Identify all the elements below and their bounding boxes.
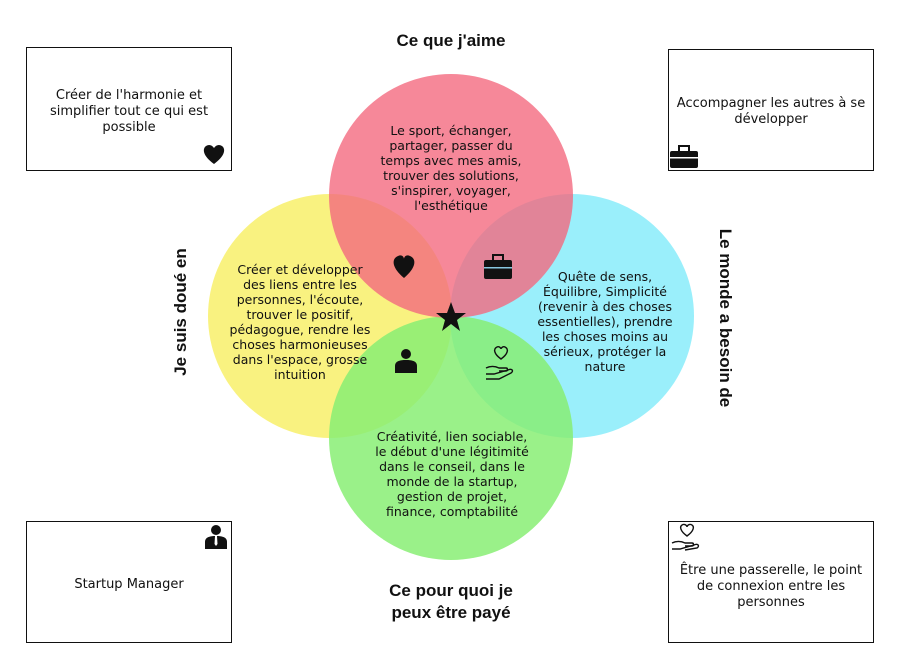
box-top-left: Créer de l'harmonie et simplifier tout c…	[26, 47, 232, 171]
box-top-right: Accompagner les autres à se développer	[668, 49, 874, 171]
box-bottom-right: Être une passerelle, le point de connexi…	[668, 521, 874, 643]
box-bottom-left: Startup Manager	[26, 521, 232, 643]
box-bottom-left-text: Startup Manager	[74, 577, 184, 592]
briefcase-icon	[484, 254, 512, 279]
circle-love	[329, 74, 573, 318]
box-bottom-right-text: Être une passerelle, le point de connexi…	[679, 563, 863, 610]
briefcase-icon	[670, 145, 698, 168]
box-top-left-text: Créer de l'harmonie et simplifier tout c…	[49, 88, 209, 135]
heading-paid-line2: peux être payé	[391, 603, 511, 622]
box-top-right-text: Accompagner les autres à se développer	[676, 96, 866, 127]
heading-what-i-love: Ce que j'aime	[396, 31, 506, 50]
circle-paid-for	[329, 316, 573, 560]
circle-good-at-text: Créer et développer des liens entre les …	[229, 262, 371, 382]
circle-paid-for-text: Créativité, lien sociable, le début d'un…	[375, 429, 529, 519]
circle-love-text: Le sport, échanger, partager, passer du …	[380, 123, 522, 213]
hand-heart-icon	[671, 523, 700, 551]
person-icon	[205, 525, 227, 549]
heading-what-the-world-needs: Le monde a besoin de	[716, 228, 735, 408]
star-icon	[436, 302, 466, 331]
circle-world-needs-text: Quête de sens, Équilibre, Simplicité (re…	[537, 269, 673, 374]
hand-heart-icon	[485, 346, 514, 380]
heart-icon	[393, 255, 415, 278]
heading-paid-line1: Ce pour quoi je	[389, 581, 513, 600]
heading-what-im-good-at: Je suis doué en	[171, 248, 190, 376]
heart-icon	[203, 144, 225, 164]
heading-what-i-can-be-paid-for: Ce pour quoi je peux être payé	[351, 580, 551, 624]
person-icon	[395, 349, 417, 373]
